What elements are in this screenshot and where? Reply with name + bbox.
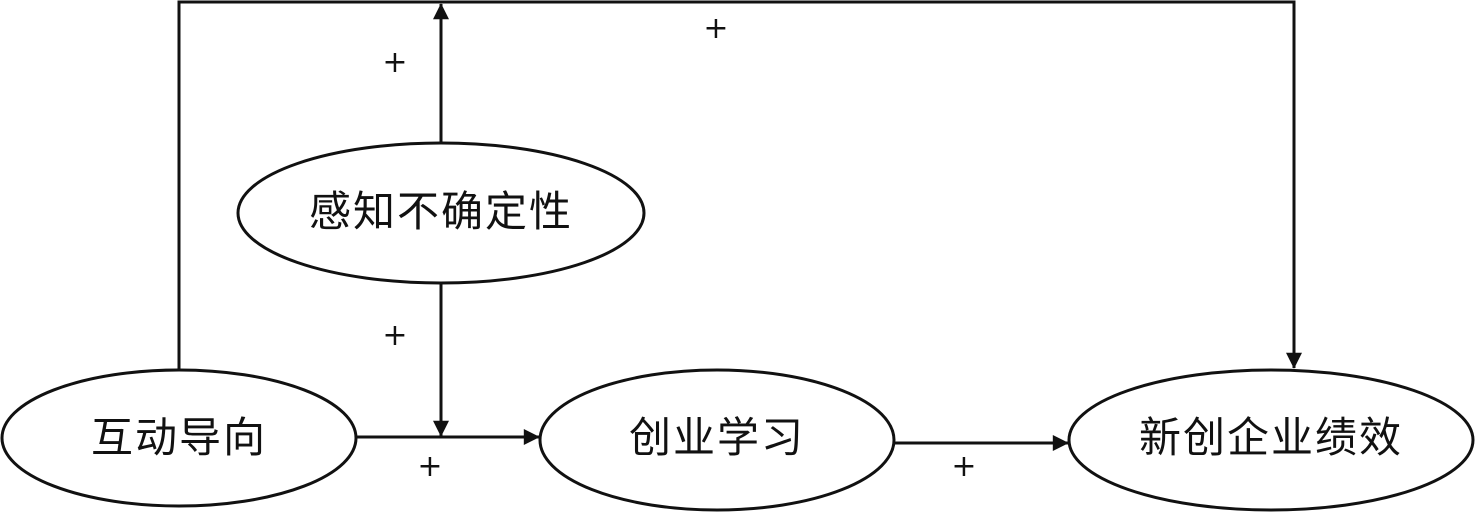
sign-top-direct-path: + [703,11,728,46]
label-perceived-uncertainty: 感知不确定性 [309,187,573,236]
label-new-venture-performance: 新创企业绩效 [1139,413,1403,462]
sign-el-to-nvp: + [951,449,976,484]
label-interaction-orientation: 互动导向 [91,413,267,462]
edge-io-to-nvp-direct [177,0,1302,370]
sign-io-to-el: + [417,449,442,484]
node-entrepreneurial-learning [538,368,896,512]
label-entrepreneurial-learning: 创业学习 [629,413,805,462]
sign-moderation-up: + [382,45,407,80]
sign-moderation-down: + [382,318,407,353]
node-new-venture-performance [1067,368,1475,512]
